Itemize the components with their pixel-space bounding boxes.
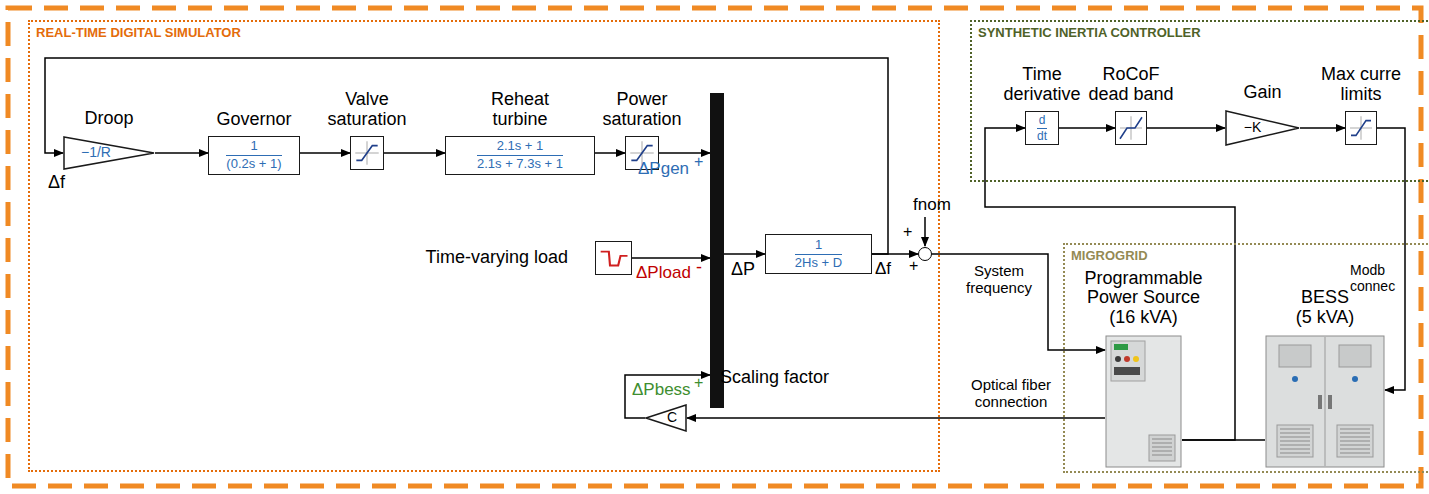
block-heading: Valve saturation — [321, 90, 413, 130]
block-symbol — [351, 137, 383, 169]
denominator: (0.2s + 1) — [226, 157, 281, 172]
block-symbol — [1346, 112, 1376, 144]
summing-junction: fnom++ — [918, 247, 932, 261]
block-heading: Time-varying load — [426, 248, 568, 268]
wire-label: Optical fiber connection — [962, 376, 1060, 411]
signal-wire — [687, 417, 1105, 419]
free-label: Modb connec — [1350, 262, 1400, 294]
signal-name: Scaling factor — [720, 367, 829, 388]
saturation-block: Valve saturation — [350, 136, 384, 170]
signal-name: ΔPbess — [632, 380, 691, 400]
signal-name: + — [694, 153, 703, 171]
numerator: 1 — [250, 139, 257, 154]
summing-bar: ΔPgen+ΔPload-ΔPbess+ — [710, 93, 724, 408]
signal-name: fnom — [913, 195, 951, 215]
fraction-bar — [795, 254, 842, 255]
gain-block: Gain−K — [1225, 110, 1300, 146]
signal-name: ΔPgen — [638, 159, 689, 179]
signal-wire — [595, 152, 625, 154]
gain-value: −1/R — [81, 145, 111, 160]
free-label: Δf — [48, 172, 65, 193]
signal-name: - — [696, 257, 702, 278]
signal-wire — [932, 254, 1105, 350]
transfer-fraction: 1 (0.2s + 1) — [226, 139, 281, 172]
controller-region: SYNTHETIC INERTIA CONTROLLER Time derivat… — [970, 20, 1429, 182]
signal-wire — [1147, 127, 1225, 129]
block-heading: Max curre limits — [1319, 65, 1403, 105]
numerator: 2.1s + 1 — [497, 139, 544, 154]
fraction-bar — [226, 155, 281, 156]
limiter-block: Max curre limits — [1345, 111, 1377, 145]
reference-input-wire — [924, 217, 926, 246]
signal-name: + — [903, 223, 912, 241]
signal-wire — [724, 253, 765, 255]
signal-wire — [384, 152, 445, 154]
block-heading: Power saturation — [596, 90, 688, 130]
triangle-outline — [645, 404, 687, 432]
derivative-block: Time derivativeddt — [1025, 111, 1059, 145]
region-title: REAL-TIME DIGITAL SIMULATOR — [36, 25, 241, 40]
block-symbol — [1116, 112, 1146, 144]
block-heading: Governor — [199, 110, 309, 130]
governor-block: Governor1(0.2s + 1) — [208, 136, 300, 175]
scaling-gain: Scaling factorC — [645, 404, 687, 432]
block-heading: RoCoF dead band — [1085, 65, 1177, 105]
block-heading: Droop — [69, 109, 149, 129]
load-profile-block: Time-varying load — [595, 241, 632, 275]
block-heading: Time derivative — [996, 65, 1088, 105]
wire-label: Δf — [875, 259, 891, 279]
triangle-outline — [1225, 110, 1300, 146]
wire-label: ΔP — [731, 259, 755, 280]
region-title: SYNTHETIC INERTIA CONTROLLER — [978, 25, 1201, 40]
signal-wire — [1059, 127, 1115, 129]
block-heading: BESS (5 kVA) — [1292, 288, 1358, 328]
signal-wire — [155, 152, 208, 154]
fraction-bar — [1037, 128, 1047, 129]
region-title: MIGROGRID — [1071, 248, 1148, 263]
cabinet-picture — [1105, 335, 1182, 468]
block-heading: Reheat turbine — [478, 90, 562, 130]
transfer-fraction: 2.1s + 1 2.1s + 7.3s + 1 — [477, 139, 563, 172]
numerator: d — [1039, 114, 1046, 127]
denominator: 2Hs + D — [795, 256, 842, 271]
denominator: 2.1s + 7.3s + 1 — [477, 157, 563, 172]
block-symbol — [596, 242, 631, 274]
power-source-cabinet: Programmable Power Source (16 kVA) — [1105, 335, 1182, 468]
fraction-bar — [477, 155, 563, 156]
signal-wire — [300, 152, 350, 154]
block-heading: Programmable Power Source (16 kVA) — [1081, 269, 1206, 328]
cabinet-picture — [1265, 335, 1385, 468]
signal-wire — [45, 58, 888, 254]
numerator: 1 — [815, 238, 822, 253]
bess-cabinet: BESS (5 kVA) — [1265, 335, 1385, 468]
deadband-block: RoCoF dead band — [1115, 111, 1147, 145]
inertia-block: 1 2Hs + D — [765, 234, 872, 274]
signal-name: + — [694, 374, 703, 392]
gain-value: −K — [1244, 120, 1262, 135]
transfer-fraction: 1 2Hs + D — [795, 238, 842, 271]
denominator: dt — [1037, 130, 1047, 143]
outer-dashed-frame — [8, 8, 1421, 486]
signal-name: + — [909, 257, 918, 275]
signal-name: ΔPload — [636, 263, 691, 283]
turbine-block: Reheat turbine2.1s + 12.1s + 7.3s + 1 — [445, 136, 595, 175]
gain-value: C — [667, 410, 677, 425]
droop-gain: Droop−1/R — [63, 136, 155, 170]
block-heading: Gain — [1233, 83, 1293, 103]
simulator-region: REAL-TIME DIGITAL SIMULATORDroop−1/RGove… — [28, 20, 940, 472]
signal-wire — [1300, 127, 1345, 129]
transfer-fraction: d dt — [1037, 114, 1047, 142]
wire-label: System frequency — [955, 262, 1043, 297]
